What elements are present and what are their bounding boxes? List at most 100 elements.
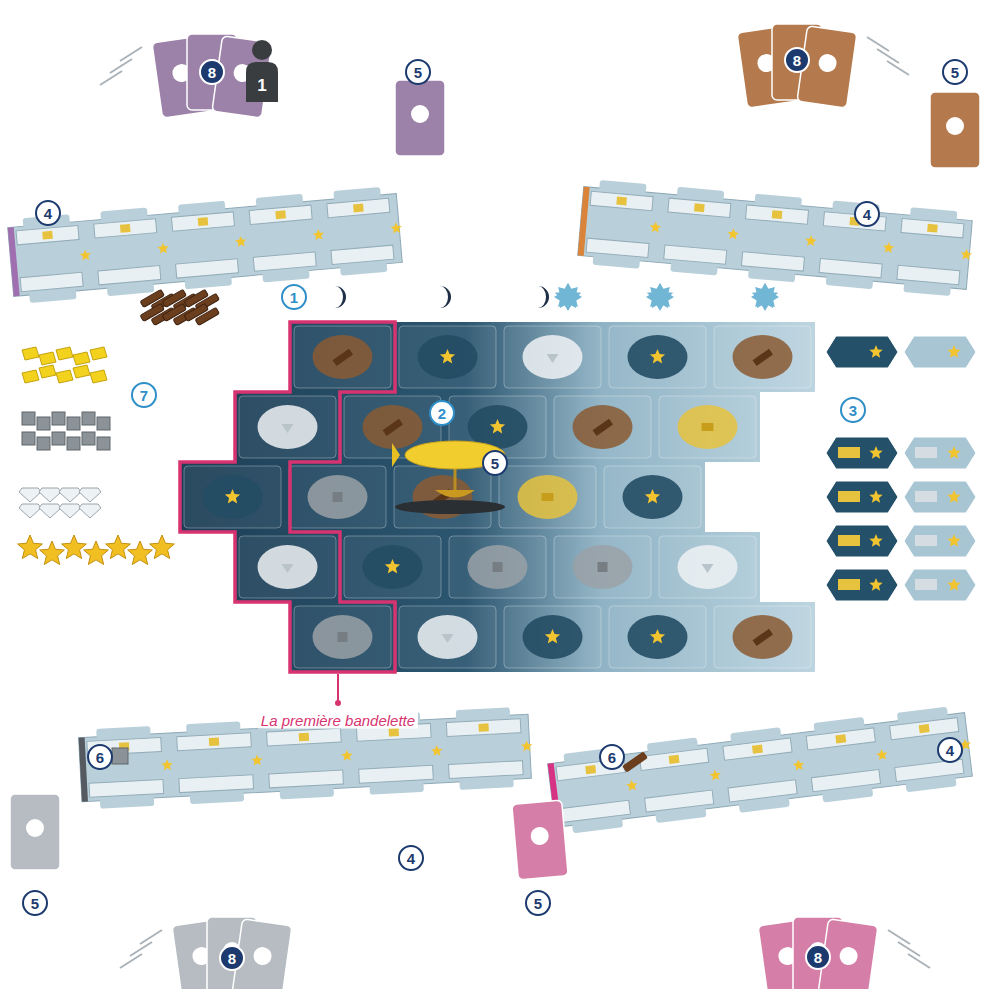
gold-piece — [39, 352, 56, 365]
rect-shape — [171, 212, 234, 231]
wood-icon — [383, 419, 403, 436]
gold-piece — [56, 347, 73, 360]
rect-shape — [190, 791, 244, 804]
player-board — [577, 179, 976, 298]
path-shape — [392, 443, 400, 467]
hex-tile — [826, 525, 898, 557]
rect-shape — [927, 224, 938, 233]
tile-cloud — [418, 335, 478, 379]
motion-line — [100, 71, 122, 85]
callout-number: 5 — [942, 59, 968, 85]
rect-shape — [668, 198, 731, 217]
tile-cloud — [678, 405, 738, 449]
rect-shape — [449, 761, 524, 779]
motion-line — [908, 954, 930, 968]
rect-shape — [176, 259, 239, 278]
stone-piece — [52, 432, 65, 445]
board-tile — [609, 606, 706, 668]
star-icon — [947, 534, 960, 547]
rect-shape — [838, 491, 860, 502]
callout-number: 1 — [281, 284, 307, 310]
rect-shape — [694, 203, 705, 212]
rect-shape — [746, 205, 809, 224]
gold-piece — [22, 370, 39, 383]
rect-shape — [256, 194, 303, 208]
star-icon — [385, 559, 400, 573]
hex-tile — [904, 569, 976, 601]
wood-icon — [753, 349, 773, 366]
board-row — [235, 532, 760, 602]
star-icon — [947, 490, 960, 503]
tile-cloud — [418, 615, 478, 659]
circle-shape — [26, 819, 44, 837]
rect-shape — [262, 269, 309, 283]
star-icon — [225, 489, 240, 503]
rect-shape — [280, 787, 334, 800]
rect-shape — [16, 226, 79, 245]
rect-shape — [919, 724, 930, 733]
player-board — [7, 185, 406, 304]
rect-shape — [512, 800, 568, 880]
callout-number: 5 — [482, 450, 508, 476]
hex-tile — [826, 336, 898, 368]
hex-tile — [826, 437, 898, 469]
board-tile — [289, 466, 386, 528]
diamond-piece — [39, 504, 61, 518]
rect-shape — [94, 219, 157, 238]
wood-icon — [333, 349, 353, 366]
rect-shape — [915, 579, 937, 590]
circle-shape — [838, 946, 858, 966]
callout-number: 4 — [35, 200, 61, 226]
callout-number: 5 — [405, 59, 431, 85]
tile-cloud — [313, 615, 373, 659]
star-piece — [18, 535, 43, 559]
gold-piece — [56, 370, 73, 383]
gold-piece — [73, 352, 90, 365]
rect-shape — [269, 770, 344, 788]
stone-icon — [333, 492, 343, 502]
path-shape — [341, 750, 353, 761]
motion-line — [887, 61, 909, 75]
board-tile — [449, 536, 546, 598]
rect-shape — [895, 759, 964, 781]
path-shape — [235, 235, 247, 247]
path-shape — [390, 222, 402, 234]
diamond-piece — [59, 504, 81, 518]
star-piece — [106, 535, 131, 559]
motion-line — [120, 954, 142, 968]
gold-icon — [702, 423, 714, 431]
main-board — [180, 322, 815, 706]
callout-number: 7 — [131, 382, 157, 408]
player-board — [547, 704, 976, 835]
callout-number: 6 — [87, 744, 113, 770]
star-icon — [947, 446, 960, 459]
path-shape — [792, 759, 805, 771]
bonus-tiles — [826, 336, 976, 601]
callout-number: 4 — [854, 201, 880, 227]
stone-piece — [37, 437, 50, 450]
callout-number: 4 — [398, 845, 424, 871]
stone-piece — [97, 417, 110, 430]
rect-shape — [8, 227, 20, 296]
stone-piece — [52, 412, 65, 425]
path-shape — [960, 248, 972, 260]
board-tile — [659, 536, 756, 598]
diamond-piece — [79, 488, 101, 502]
rect-shape — [616, 197, 627, 206]
callout-number: 4 — [937, 737, 963, 763]
rect-shape — [578, 187, 590, 256]
rect-shape — [561, 800, 630, 822]
hex-tile — [826, 481, 898, 513]
path-shape — [727, 228, 739, 240]
leader-line — [337, 674, 339, 703]
board-tile — [344, 536, 441, 598]
board-tile — [394, 466, 491, 528]
rect-shape — [578, 187, 973, 290]
first-player-pawn — [246, 40, 278, 102]
board-row — [290, 322, 815, 392]
stone-piece — [82, 432, 95, 445]
stone-piece — [82, 412, 95, 425]
circle-shape — [411, 105, 429, 123]
rect-shape — [179, 775, 254, 793]
rect-shape — [639, 748, 708, 770]
